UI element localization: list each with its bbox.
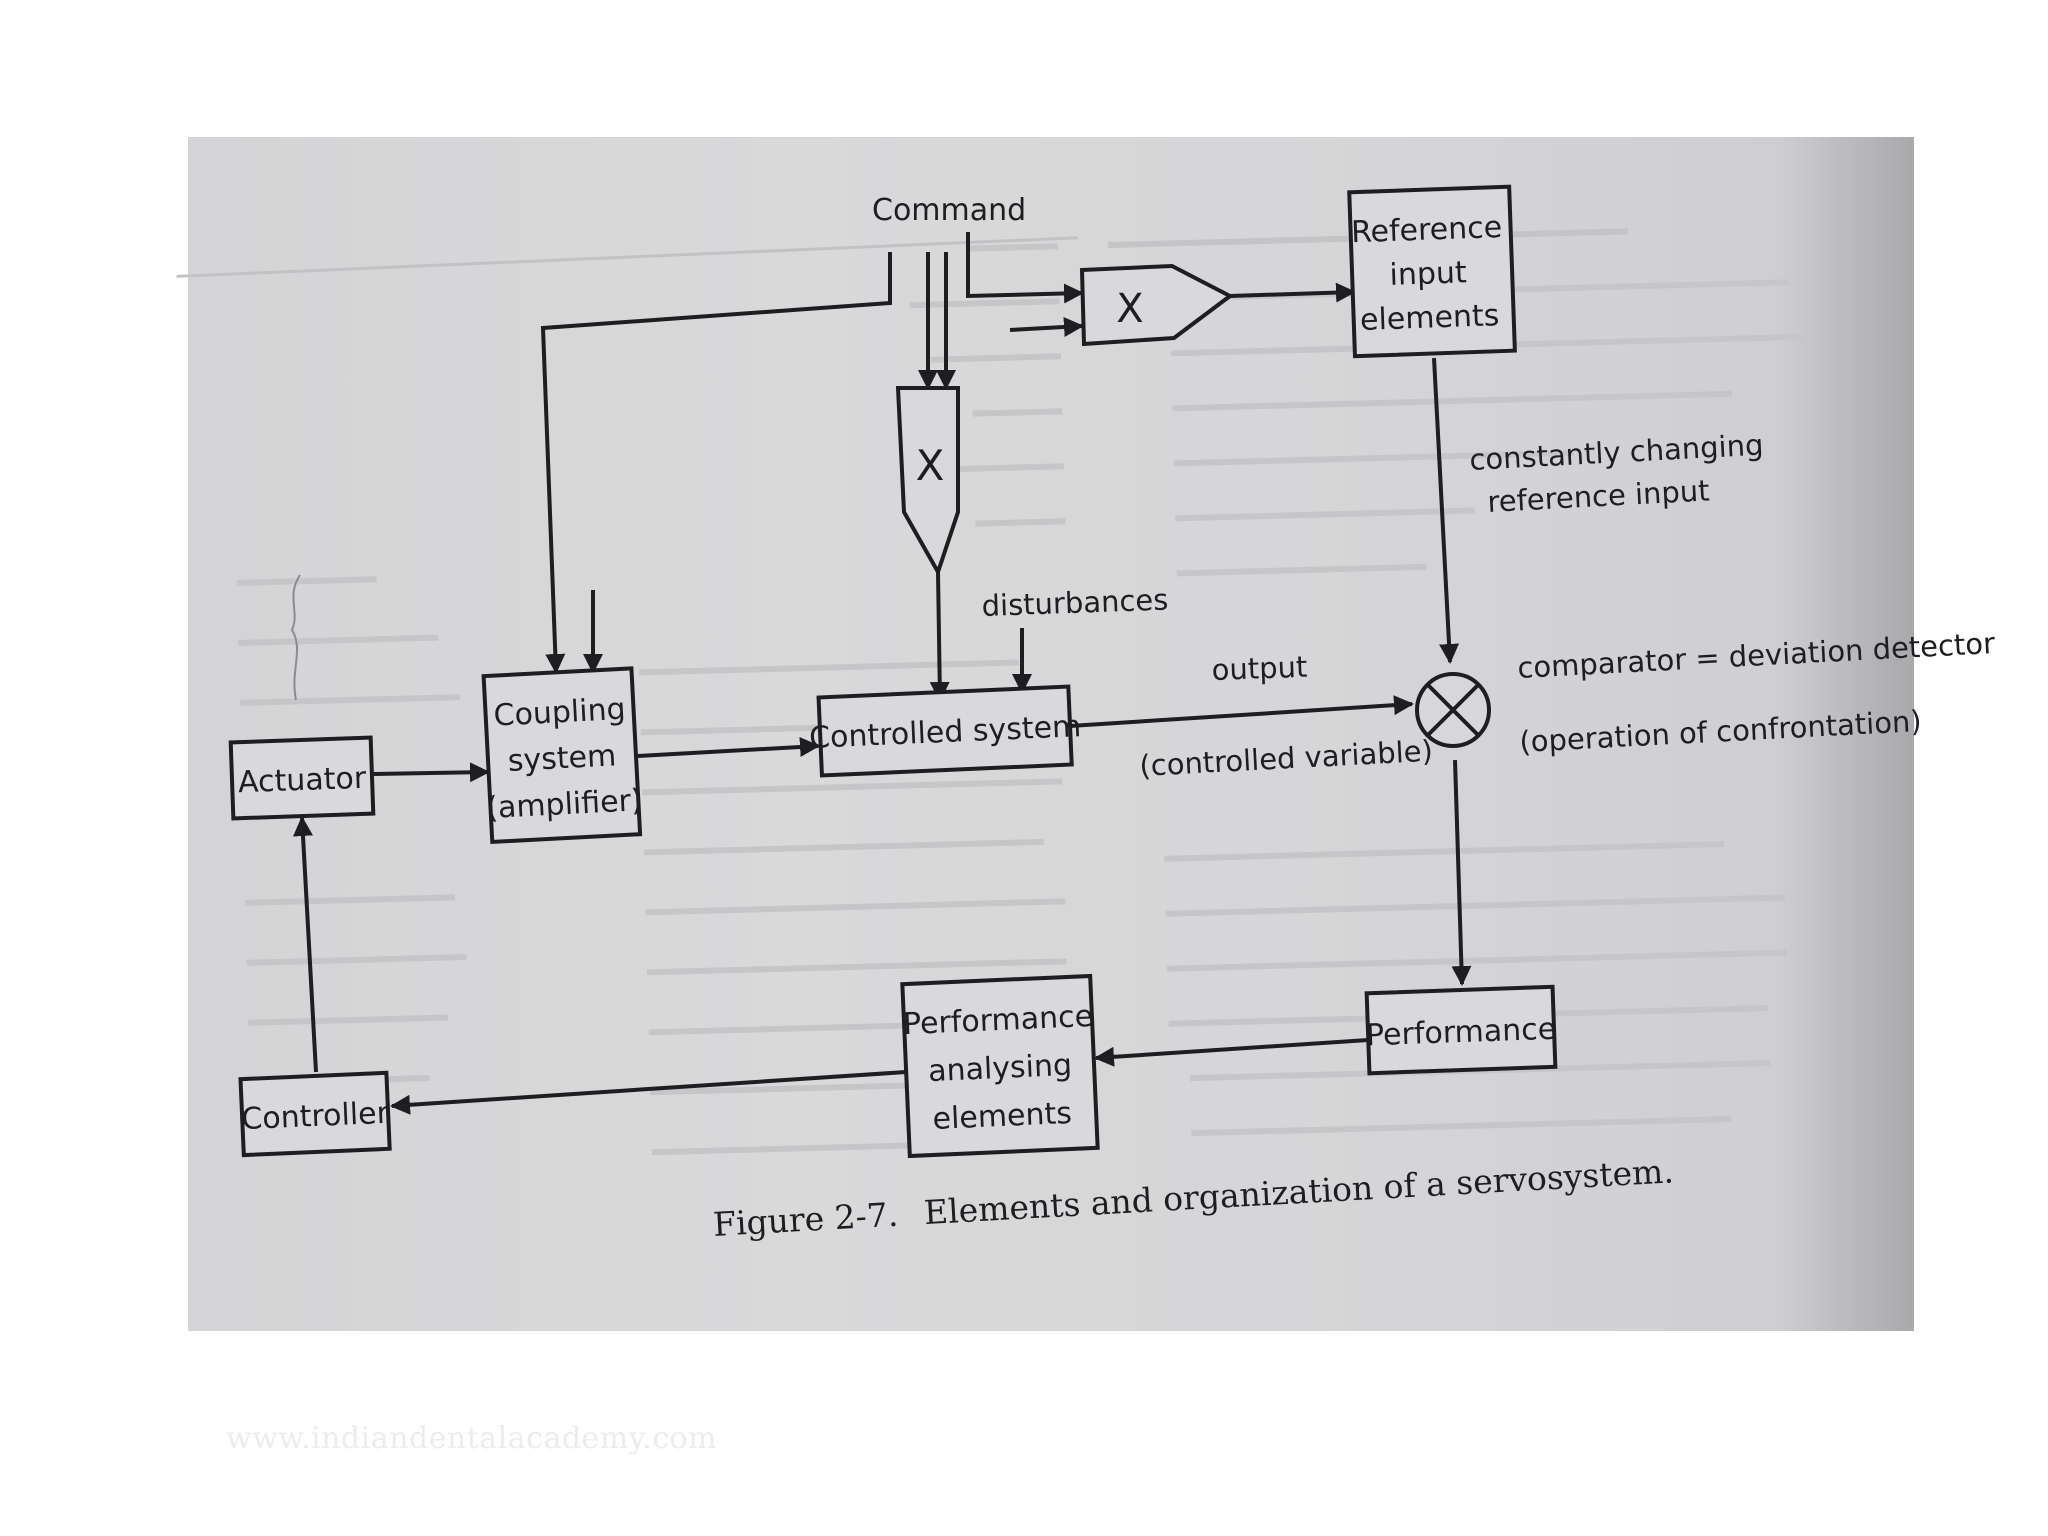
coupling-line-1: Coupling bbox=[493, 692, 627, 734]
coupling-line-2: system bbox=[507, 738, 617, 779]
controller-label: Controller bbox=[241, 1096, 391, 1137]
diagram-connectors bbox=[293, 232, 1472, 1115]
reference-note-line-1: constantly changing bbox=[1469, 428, 1765, 477]
multiplier-to-reference-arrow bbox=[1229, 282, 1356, 303]
watermark-text: www.indiandentalacademy.com bbox=[226, 1421, 718, 1456]
command-label: Command bbox=[872, 193, 1026, 228]
reference-to-comparator-arrow bbox=[1432, 357, 1460, 664]
disturbances-label: disturbances bbox=[981, 583, 1169, 623]
mid-multiplier-symbol: X bbox=[916, 441, 945, 490]
top-multiplier-block: X bbox=[1079, 263, 1234, 347]
analysing-line-2: analysing bbox=[927, 1048, 1072, 1089]
performance-to-analysing-arrow bbox=[1094, 1038, 1369, 1067]
comparator-symbol bbox=[1415, 672, 1491, 748]
performance-block: Performance bbox=[1364, 984, 1558, 1076]
mid-multiplier-to-controlled-arrow bbox=[929, 571, 950, 702]
top-multiplier-symbol: X bbox=[1116, 286, 1143, 332]
comparator-label: comparator = deviation detector bbox=[1517, 626, 1996, 685]
performance-label: Performance bbox=[1365, 1012, 1556, 1054]
reference-input-block: Reference input elements bbox=[1347, 184, 1517, 359]
coupling-line-3: (amplifier) bbox=[485, 783, 643, 826]
controller-to-actuator-arrow bbox=[293, 816, 318, 1073]
actuator-to-coupling-arrow bbox=[371, 762, 490, 783]
controlled-system-block: Controlled system bbox=[808, 684, 1082, 778]
output-to-comparator-arrow bbox=[1069, 695, 1414, 728]
coupling-to-controlled-arrow bbox=[637, 737, 820, 758]
mid-multiplier-block: X bbox=[895, 386, 960, 577]
controlled-variable-label: (controlled variable) bbox=[1139, 734, 1434, 783]
actuator-block: Actuator bbox=[228, 735, 376, 821]
command-to-coupling-arrow bbox=[540, 252, 892, 674]
analysing-line-3: elements bbox=[932, 1096, 1073, 1137]
reference-line-1: Reference bbox=[1351, 210, 1503, 250]
command-to-top-multiplier-arrow-2 bbox=[1009, 317, 1084, 337]
command-to-top-multiplier-arrow-1 bbox=[966, 232, 1084, 304]
analysing-line-1: Performance bbox=[902, 999, 1093, 1042]
coupling-system-block: Coupling system (amplifier) bbox=[481, 666, 643, 845]
reference-note-line-2: reference input bbox=[1487, 473, 1711, 519]
analysing-block: Performance analysing elements bbox=[900, 973, 1100, 1159]
output-label: output bbox=[1211, 650, 1308, 687]
reference-line-3: elements bbox=[1359, 298, 1499, 338]
pencil-scribble bbox=[290, 574, 301, 701]
analysing-to-controller-arrow bbox=[390, 1070, 907, 1115]
confrontation-label: (operation of confrontation) bbox=[1519, 704, 1923, 759]
controller-block: Controller bbox=[238, 1070, 392, 1158]
comparator-to-performance-arrow bbox=[1451, 759, 1472, 986]
reference-line-2: input bbox=[1389, 255, 1468, 293]
actuator-label: Actuator bbox=[237, 761, 367, 800]
